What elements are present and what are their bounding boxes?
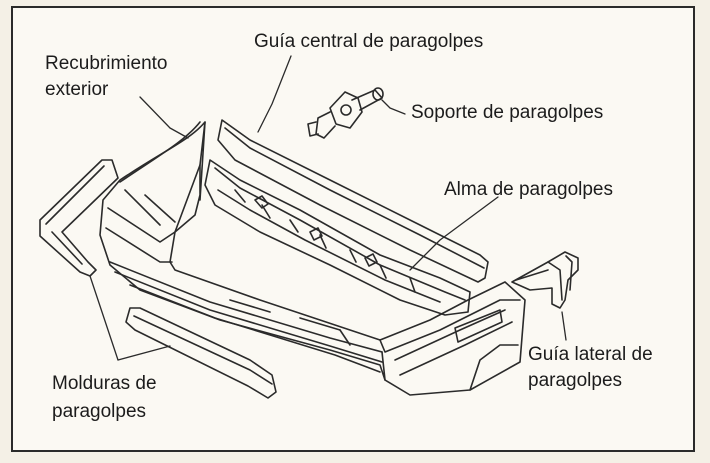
side-guide (511, 251, 579, 309)
label-guia-lateral-line2: paragolpes (528, 370, 623, 391)
bumper-cover (99, 121, 526, 396)
label-alma: Alma de paragolpes (444, 179, 613, 200)
label-recubrimiento-line1: Recubrimiento (45, 53, 168, 74)
diagram-frame (11, 6, 695, 452)
label-recubrimiento-line2: exterior (45, 79, 109, 100)
label-guia-central: Guía central de paragolpes (254, 31, 484, 52)
corner-molding (39, 159, 119, 277)
bumper-bracket (307, 87, 384, 139)
label-guia-lateral-line1: Guía lateral de (528, 344, 653, 365)
label-molduras-line2: paragolpes (52, 401, 147, 422)
leader-lines (89, 55, 567, 361)
central-guide-strip (217, 119, 489, 283)
lower-molding (125, 307, 277, 399)
label-molduras-line1: Molduras de (52, 373, 157, 394)
label-soporte: Soporte de paragolpes (411, 102, 604, 123)
bumper-beam (204, 159, 471, 316)
